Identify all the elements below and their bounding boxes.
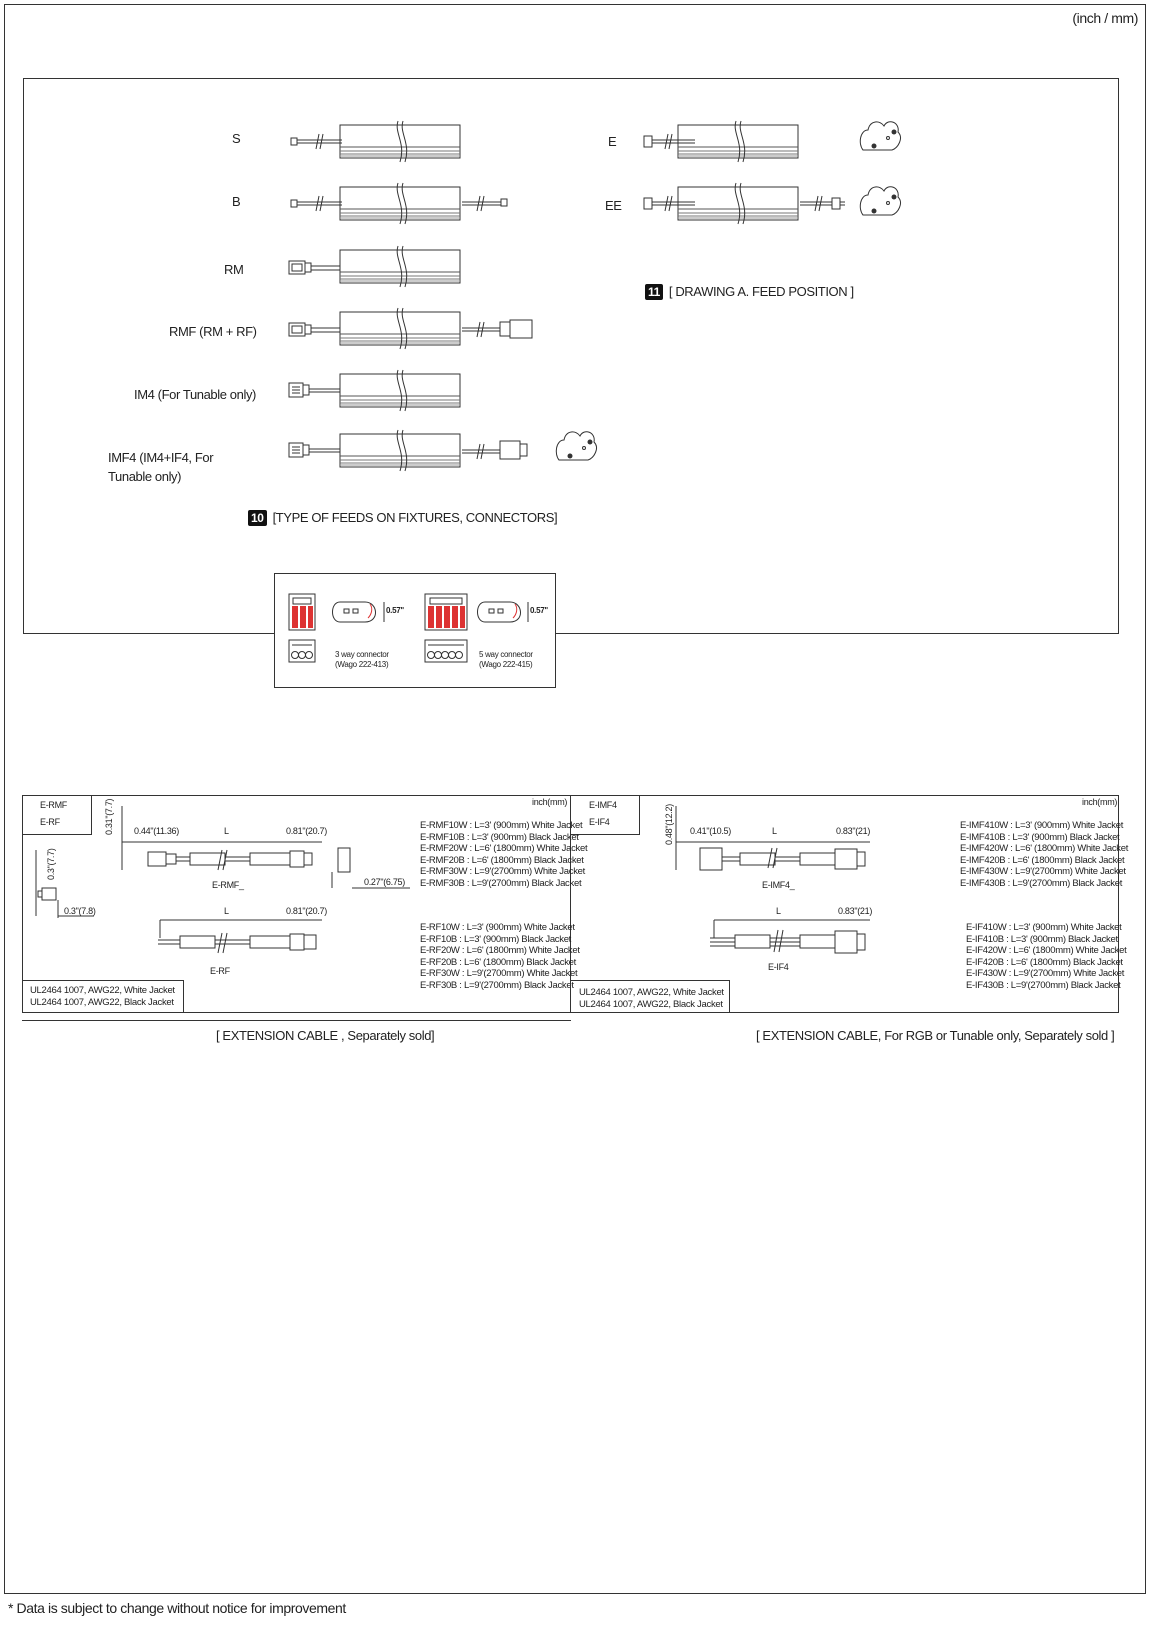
spec-row: E-RF20W : L=6' (1800mm) White Jacket (420, 945, 580, 957)
three-way-model: (Wago 222-413) (335, 660, 389, 669)
feed-position-caption: 11 [ DRAWING A. FEED POSITION ] (645, 284, 854, 300)
spec-row: E-IF420W : L=6' (1800mm) White Jacket (966, 945, 1127, 957)
ext-left-drawings (35, 806, 870, 954)
page-frame (4, 4, 1146, 1594)
feed-drawings (288, 120, 901, 472)
ext-left-bottom-rule (22, 1020, 571, 1021)
dim-left-L2: L (224, 906, 229, 916)
spec-row: E-RMF20B : L=6' (1800mm) Black Jacket (420, 854, 584, 866)
feeds-panel (23, 78, 1119, 634)
spec-row: E-IMF420W : L=6' (1800mm) White Jacket (960, 843, 1129, 855)
spec-row: E-IMF420B : L=6' (1800mm) Black Jacket (960, 854, 1125, 866)
ext-right-units: inch(mm) (1082, 797, 1118, 807)
dim-right-w1: 0.41"(10.5) (690, 826, 731, 836)
dim-right-L2: L (776, 906, 781, 916)
footnote: * Data is subject to change without noti… (8, 1600, 346, 1616)
spec-row: E-RMF30B : L=9'(2700mm) Black Jacket (420, 877, 582, 889)
feed-label-im4: IM4 (For Tunable only) (134, 387, 256, 402)
spec-row: E-RMF20W : L=6' (1800mm) White Jacket (420, 843, 588, 855)
caption-text: [ DRAWING A. FEED POSITION ] (668, 284, 854, 299)
feed-label-imf4: IMF4 (IM4+IF4, For Tunable only) (108, 450, 214, 484)
ext-left-caption: [ EXTENSION CABLE , Separately sold] (216, 1028, 435, 1043)
spec-row: E-IF410W : L=3' (900mm) White Jacket (966, 922, 1122, 933)
spec-row: E-IF420B : L=6' (1800mm) Black Jacket (966, 956, 1123, 968)
dim-right-L: L (772, 826, 777, 836)
five-way-label: 5 way connector (Wago 222-415) (479, 650, 533, 670)
cable-white: UL2464 1007, AWG22, White Jacket (579, 987, 724, 998)
dim-left-L: L (224, 826, 229, 836)
ext-left-specs1: E-RMF10W : L=3' (900mm) White Jacket E-R… (420, 820, 588, 890)
ext-right-cable-info: UL2464 1007, AWG22, White Jacket UL2464 … (579, 987, 724, 1010)
ext-right-specs1: E-IMF410W : L=3' (900mm) White Jacket E-… (960, 820, 1128, 890)
feed-types-caption: 10 [TYPE OF FEEDS ON FIXTURES, CONNECTORS… (248, 510, 558, 526)
dim-left-h1: 0.31"(7.7) (104, 798, 114, 835)
spec-row: E-IF410B : L=3' (900mm) Black Jacket (966, 933, 1118, 945)
cable-black: UL2464 1007, AWG22, Black Jacket (579, 998, 723, 1010)
spec-row: E-RF30B : L=9'(2700mm) Black Jacket (420, 979, 574, 991)
caption-text: [TYPE OF FEEDS ON FIXTURES, CONNECTORS] (272, 510, 558, 525)
spec-row: E-RF20B : L=6' (1800mm) Black Jacket (420, 956, 577, 968)
dim-left-w2: 0.81"(20.7) (286, 826, 327, 836)
feed-label-rm: RM (224, 262, 244, 277)
ext-left-name2: E-RF (210, 966, 230, 976)
spec-row: E-IMF410W : L=3' (900mm) White Jacket (960, 820, 1124, 831)
dim-right-w2: 0.83"(21) (836, 826, 871, 836)
ext-right-name1: E-IMF4_ (762, 880, 795, 890)
ext-right-tag1: E-IMF4 (589, 800, 617, 810)
ext-right-tag-box (570, 795, 640, 835)
dim-right-w3: 0.83"(21) (838, 906, 873, 916)
connector-box (274, 573, 556, 688)
ext-left-cable-box (22, 980, 184, 1013)
dim-left-w1: 0.44"(11.36) (134, 826, 179, 836)
feed-label-ee: EE (605, 198, 622, 213)
dim-left-h2: 0.3"(7.7) (46, 848, 56, 880)
three-way-name: 3 way connector (335, 650, 389, 659)
ext-right-specs2: E-IF410W : L=3' (900mm) White Jacket E-I… (966, 922, 1127, 992)
dim-left-w5: 0.81"(20.7) (286, 906, 327, 916)
feed-label-s: S (232, 131, 241, 146)
five-way-name: 5 way connector (479, 650, 533, 659)
caption-number-badge: 11 (645, 284, 663, 300)
feed-label-b: B (232, 194, 241, 209)
ext-right-caption: [ EXTENSION CABLE, For RGB or Tunable on… (756, 1028, 1115, 1043)
spec-row: E-IF430B : L=9'(2700mm) Black Jacket (966, 979, 1121, 991)
cable-white: UL2464 1007, AWG22, White Jacket (30, 985, 175, 996)
five-way-dim: 0.57" (530, 606, 548, 615)
spec-row: E-IMF410B : L=3' (900mm) Black Jacket (960, 831, 1120, 843)
spec-row: E-RF10B : L=3' (900mm) Black Jacket (420, 933, 572, 945)
dim-left-w3: 0.3"(7.8) (64, 906, 96, 916)
spec-row: E-IMF430B : L=9'(2700mm) Black Jacket (960, 877, 1123, 889)
ext-left-cable-info: UL2464 1007, AWG22, White Jacket UL2464 … (30, 985, 175, 1008)
five-way-model: (Wago 222-415) (479, 660, 533, 669)
feed-label-e: E (608, 134, 617, 149)
ext-left-units: inch(mm) (532, 797, 568, 807)
spec-row: E-RMF30W : L=9'(2700mm) White Jacket (420, 866, 585, 878)
cable-black: UL2464 1007, AWG22, Black Jacket (30, 996, 174, 1008)
spec-row: E-RMF10B : L=3' (900mm) Black Jacket (420, 831, 579, 843)
ext-left-tag2: E-RF (40, 817, 60, 827)
ext-left-tag1: E-RMF (40, 800, 67, 810)
ext-panel-divider (570, 795, 571, 1013)
three-way-label: 3 way connector (Wago 222-413) (335, 650, 389, 670)
spec-row: E-IMF430W : L=9'(2700mm) White Jacket (960, 866, 1126, 878)
dim-left-w4: 0.27"(6.75) (364, 877, 405, 887)
spec-row: E-RF10W : L=3' (900mm) White Jacket (420, 922, 575, 933)
connector-drawings (288, 593, 529, 663)
feed-label-rmf: RMF (RM + RF) (169, 324, 257, 339)
three-way-dim: 0.57" (386, 606, 404, 615)
ext-left-tag-box (22, 795, 92, 835)
ext-right-name2: E-IF4 (768, 962, 789, 972)
spec-row: E-RMF10W : L=3' (900mm) White Jacket (420, 820, 583, 831)
units-label: (inch / mm) (1072, 10, 1138, 26)
spec-row: E-IF430W : L=9'(2700mm) White Jacket (966, 968, 1125, 980)
ext-right-cable-box (570, 980, 730, 1013)
caption-number-badge: 10 (248, 510, 267, 526)
spec-row: E-RF30W : L=9'(2700mm) White Jacket (420, 968, 578, 980)
ext-left-specs2: E-RF10W : L=3' (900mm) White Jacket E-RF… (420, 922, 580, 992)
ext-right-tag2: E-IF4 (589, 817, 610, 827)
ext-left-name1: E-RMF_ (212, 880, 244, 890)
dim-right-h1: 0.48"(12.2) (664, 804, 674, 845)
